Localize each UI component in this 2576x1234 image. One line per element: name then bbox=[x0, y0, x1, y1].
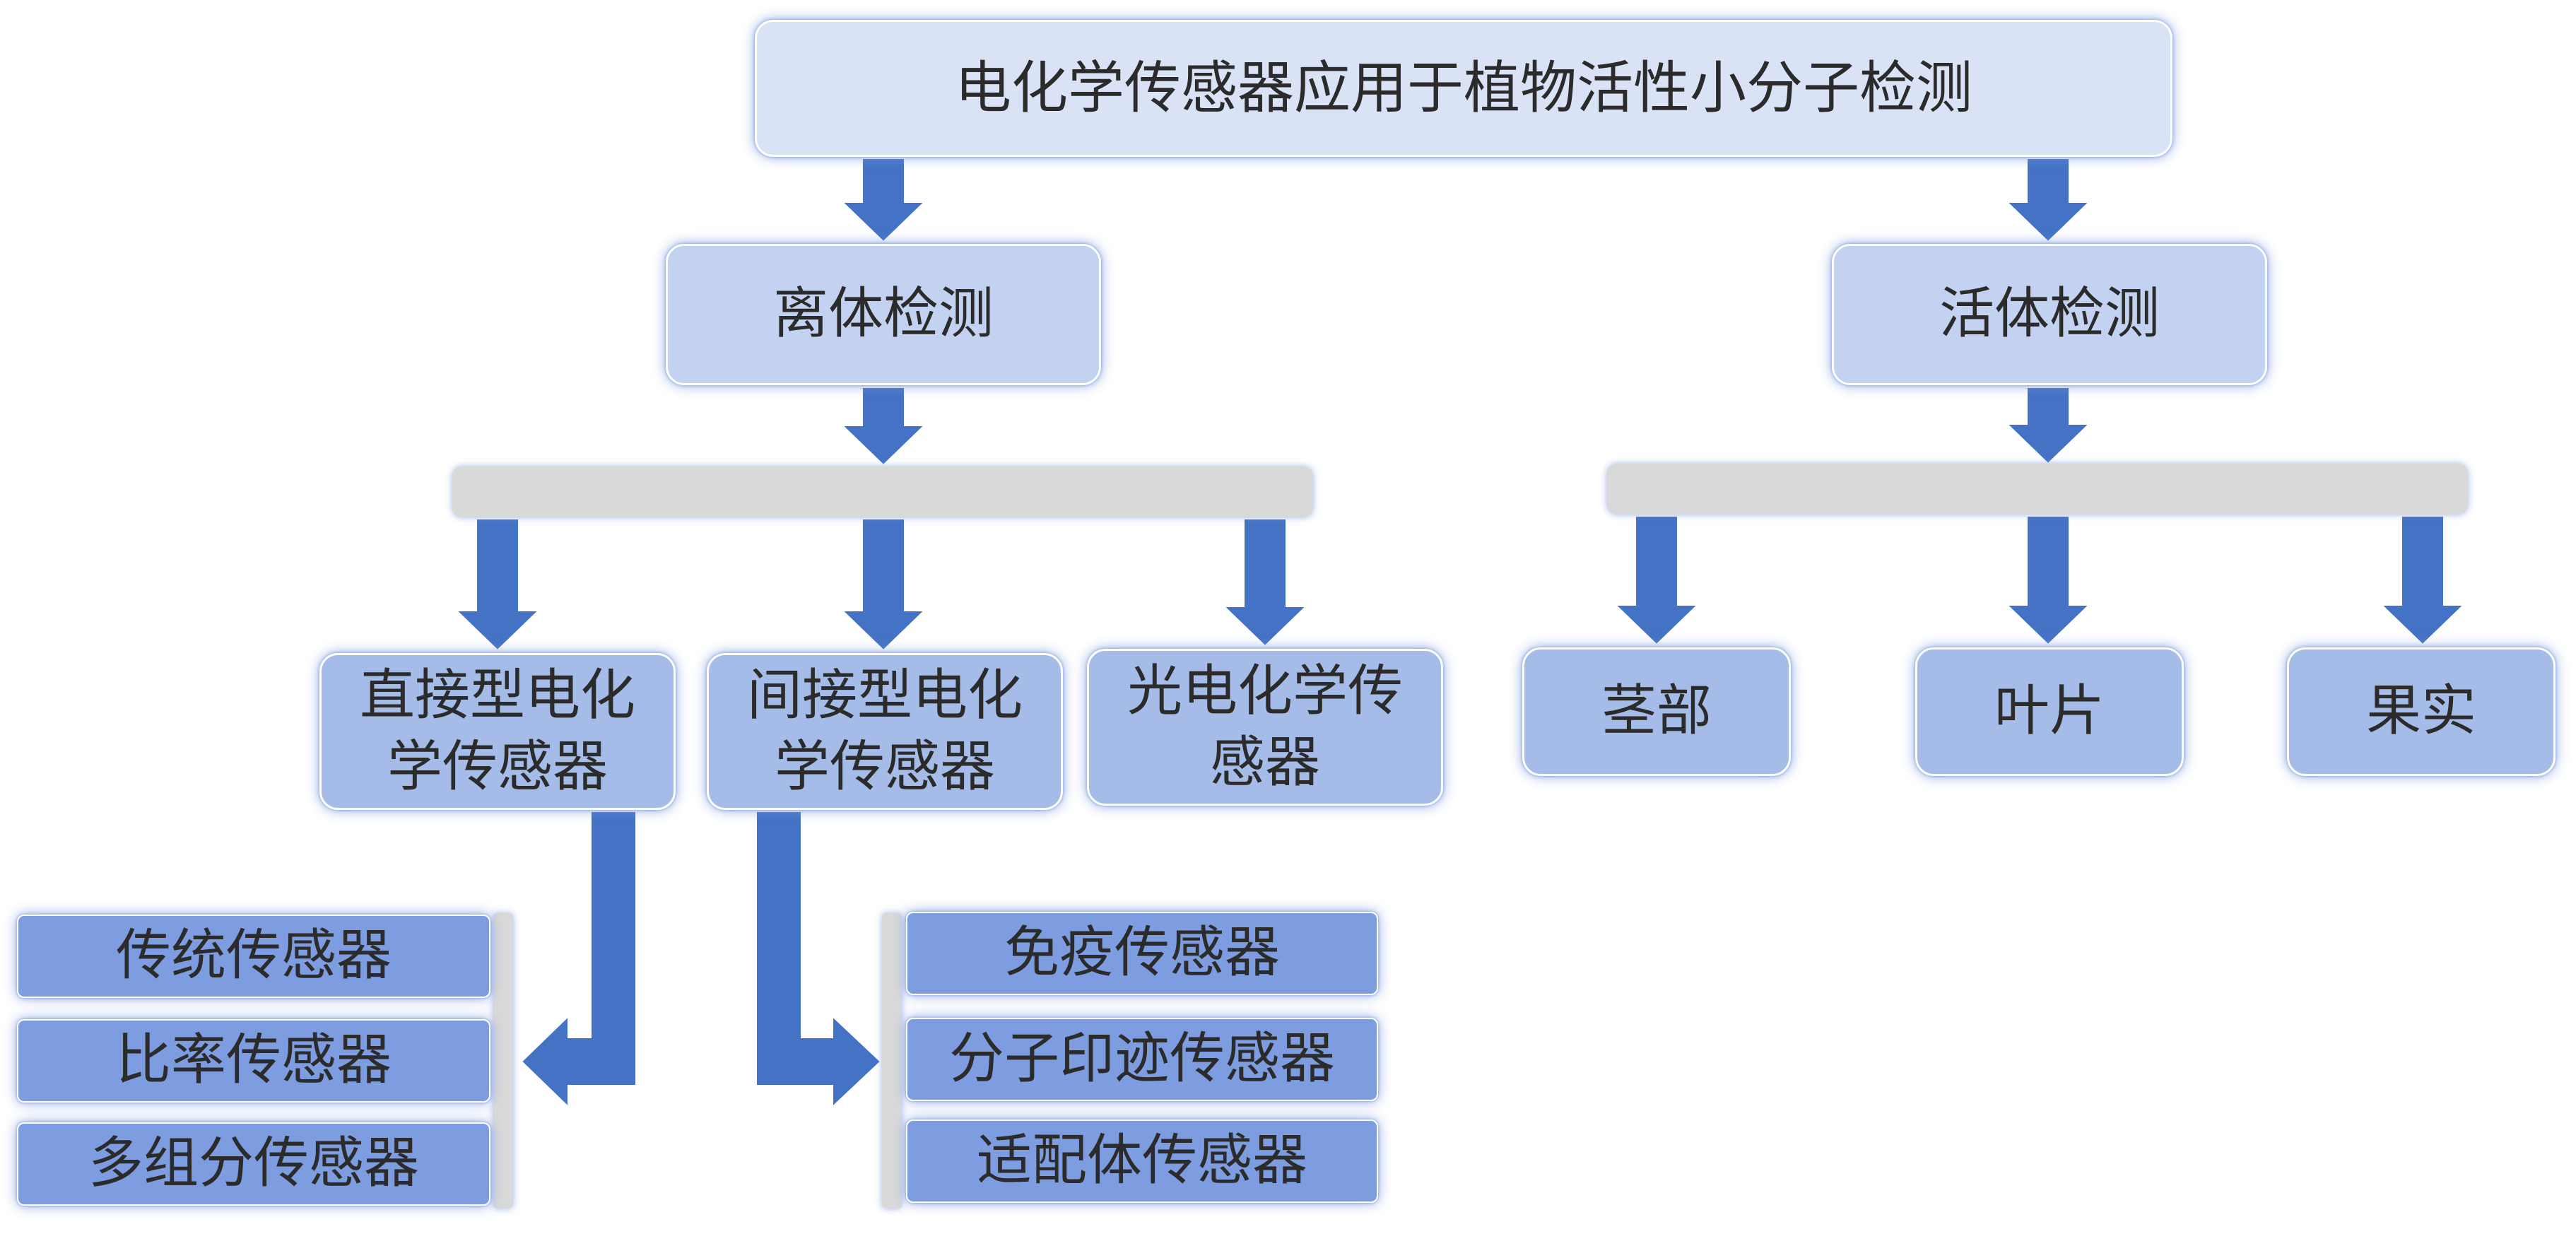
arrow-indirect-to-leaves bbox=[755, 811, 882, 1109]
indirect-leaf-1: 免疫传感器 bbox=[906, 912, 1378, 995]
direct-leaf-2: 比率传感器 bbox=[17, 1019, 490, 1103]
invivo-detection-label: 活体检测 bbox=[1939, 282, 2160, 346]
invitro-detection-node: 离体检测 bbox=[666, 244, 1101, 385]
root-node: 电化学传感器应用于植物活性小分子检测 bbox=[755, 20, 2172, 157]
invitro-branch-bar bbox=[452, 466, 1313, 517]
stem-label: 茎部 bbox=[1601, 679, 1712, 744]
arrow-bar-to-photoelectrochemical bbox=[1222, 518, 1308, 647]
arrow-bar-to-direct bbox=[454, 518, 541, 652]
direct-leaf-1: 传统传感器 bbox=[17, 915, 490, 998]
invitro-detection-label: 离体检测 bbox=[772, 282, 994, 346]
direct-sensor-label: 直接型电化学传感器 bbox=[359, 663, 635, 799]
arrow-root-to-invitro bbox=[840, 158, 927, 243]
arrow-bar-to-stem bbox=[1613, 515, 1700, 646]
arrow-invivo-to-bar bbox=[2005, 387, 2091, 465]
indirect-leaf-3: 适配体传感器 bbox=[906, 1120, 1378, 1203]
indirect-leaf-3-label: 适配体传感器 bbox=[976, 1129, 1307, 1193]
direct-leaf-1-label: 传统传感器 bbox=[115, 924, 392, 988]
arrow-direct-to-leaves bbox=[520, 811, 637, 1109]
leaf-node: 叶片 bbox=[1915, 647, 2184, 776]
leaf-label: 叶片 bbox=[1994, 679, 2105, 744]
indirect-leaf-1-label: 免疫传感器 bbox=[1004, 921, 1280, 985]
stem-node: 茎部 bbox=[1522, 647, 1791, 776]
direct-leaf-2-label: 比率传感器 bbox=[115, 1028, 392, 1093]
invivo-detection-node: 活体检测 bbox=[1832, 244, 2267, 385]
arrow-bar-to-fruit bbox=[2380, 515, 2466, 646]
fruit-node: 果实 bbox=[2287, 647, 2556, 776]
direct-leaf-3-label: 多组分传感器 bbox=[88, 1132, 419, 1196]
direct-sensor-node: 直接型电化学传感器 bbox=[319, 653, 676, 810]
invivo-branch-bar bbox=[1607, 464, 2468, 515]
arrow-bar-to-indirect bbox=[840, 518, 927, 652]
indirect-leaf-2: 分子印迹传感器 bbox=[906, 1018, 1378, 1101]
direct-group-divider bbox=[493, 913, 513, 1209]
root-label: 电化学传感器应用于植物活性小分子检测 bbox=[955, 55, 1972, 121]
indirect-group-divider bbox=[882, 913, 902, 1209]
arrow-bar-to-leaf bbox=[2005, 515, 2091, 646]
arrow-root-to-invivo bbox=[2005, 158, 2091, 243]
fruit-label: 果实 bbox=[2365, 679, 2476, 744]
direct-leaf-3: 多组分传感器 bbox=[17, 1122, 490, 1206]
photoelectrochemical-sensor-label: 光电化学传感器 bbox=[1127, 659, 1403, 794]
indirect-leaf-2-label: 分子印迹传感器 bbox=[948, 1027, 1335, 1091]
photoelectrochemical-sensor-node: 光电化学传感器 bbox=[1087, 649, 1443, 806]
indirect-sensor-node: 间接型电化学传感器 bbox=[707, 653, 1063, 810]
arrow-invitro-to-bar bbox=[840, 387, 927, 466]
indirect-sensor-label: 间接型电化学传感器 bbox=[746, 663, 1023, 799]
